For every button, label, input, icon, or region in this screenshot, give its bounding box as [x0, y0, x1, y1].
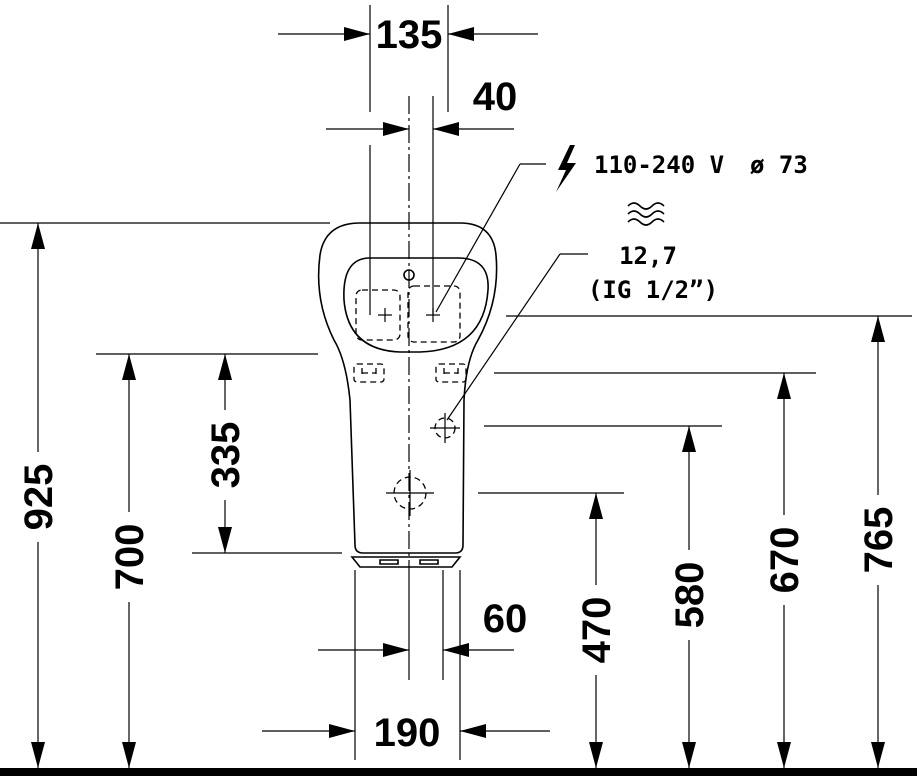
dim-text-700: 700 — [108, 524, 152, 591]
dim-470: 470 — [575, 493, 619, 768]
dim-135: 135 — [278, 13, 538, 57]
dim-text-580: 580 — [668, 562, 712, 629]
mounting-brackets — [353, 363, 467, 383]
dim-925: 925 — [17, 223, 61, 768]
dim-text-670: 670 — [763, 527, 807, 594]
dim-60: 60 — [318, 597, 527, 657]
dim-335: 335 — [204, 354, 248, 553]
water-size-label: 12,7 — [619, 242, 677, 270]
dim-text-925: 925 — [17, 464, 61, 531]
dim-text-470: 470 — [575, 597, 619, 664]
dim-text-190: 190 — [374, 711, 441, 755]
dim-text-135: 135 — [376, 13, 443, 57]
dim-text-40: 40 — [473, 75, 518, 119]
water-callout: 12,7 (IG 1/2”) — [446, 202, 718, 421]
diameter-label: ø 73 — [750, 151, 808, 179]
dim-40: 40 — [326, 75, 517, 136]
dim-190: 190 — [262, 711, 550, 755]
water-icon — [627, 202, 665, 226]
dim-text-335: 335 — [204, 422, 248, 489]
dim-700: 700 — [108, 354, 152, 768]
dim-text-60: 60 — [483, 597, 528, 641]
dim-670: 670 — [763, 373, 807, 768]
extension-lines — [0, 5, 912, 760]
water-thread-label: (IG 1/2”) — [588, 276, 718, 304]
voltage-label: 110-240 V — [594, 151, 724, 179]
water-inlet-symbol — [430, 413, 460, 443]
dim-580: 580 — [668, 426, 712, 768]
electrical-callout: 110-240 V ø 73 — [435, 145, 808, 313]
dim-765: 765 — [857, 316, 901, 768]
lightning-icon — [556, 145, 576, 192]
dim-text-765: 765 — [857, 507, 901, 574]
floor-line — [0, 768, 917, 776]
urinal-outline — [317, 222, 498, 568]
drain-outlet-symbol — [386, 470, 434, 516]
urinal-bowl — [343, 257, 489, 353]
